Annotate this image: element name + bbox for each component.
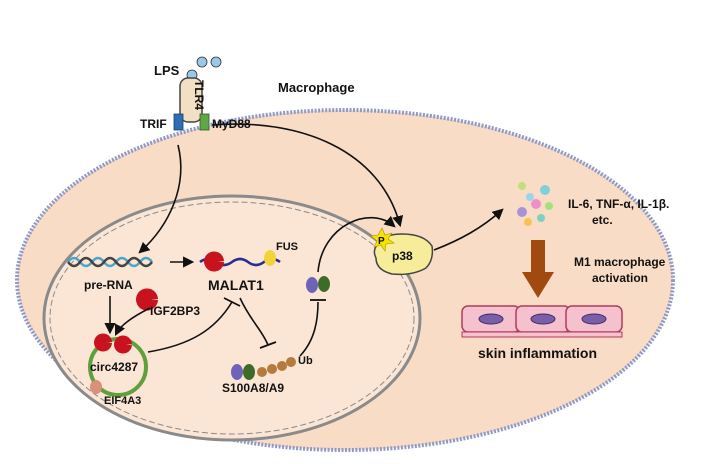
eif4a3-label: EIF4A3 (104, 395, 141, 407)
eif4a3-protein-icon (90, 380, 102, 394)
cytokine-icon (531, 199, 541, 209)
m1-label-line1: M1 macrophage (574, 255, 666, 269)
tlr4-label: TLR4 (192, 80, 206, 110)
arrow-myd88-to-p38 (211, 123, 404, 228)
malat1-label: MALAT1 (208, 277, 264, 293)
ub-bead-icon (257, 367, 267, 377)
s100a8-protein-icon (231, 364, 243, 380)
ub-bead-icon (286, 357, 296, 367)
pre-rna-strand (67, 256, 153, 268)
phospho-icon (370, 227, 395, 252)
macrophage-label: Macrophage (278, 80, 355, 95)
ub-bead-icon (277, 361, 287, 371)
igf2bp3-protein-icon (136, 288, 158, 311)
p38-protein (373, 233, 434, 276)
skin-cell-nucleus (530, 313, 556, 325)
inhibit-ub-to-s100 (299, 301, 319, 357)
activation-arrow-shaft (531, 240, 545, 274)
ub-bead-icon (267, 364, 277, 374)
inhibit-bar (259, 341, 277, 349)
arrow-s100-to-p38 (317, 215, 396, 273)
s100a9-free-icon (318, 276, 330, 292)
inhibit-malat1-to-s100 (239, 297, 269, 346)
trif-label: TRIF (140, 117, 167, 131)
nucleus-inner-membrane (49, 201, 415, 435)
fus-protein-icon (264, 250, 276, 266)
myd88-box (199, 113, 210, 131)
m1-label-line2: activation (592, 271, 648, 285)
tlr4-receptor (179, 77, 203, 123)
skin-base-layer (461, 331, 623, 338)
arrow-igf2bp3-to-circ (114, 307, 151, 337)
inhibit-bar (223, 297, 241, 307)
lps-label: LPS (154, 63, 180, 78)
cytokine-icon (540, 185, 550, 195)
pre-rna-label: pre-RNA (84, 278, 133, 292)
s100a8-free-icon (306, 277, 318, 293)
arrow-p38-to-cytokines (433, 208, 504, 251)
pre-rna-strand (67, 256, 153, 268)
fus-label: FUS (276, 241, 298, 253)
lps-molecule-icon (210, 56, 222, 68)
cytokine-icon (545, 202, 553, 210)
s100a9-protein-icon (243, 364, 255, 380)
arrow-trif-to-prerna (138, 144, 182, 254)
ub-label: Ub (298, 355, 313, 367)
cytokine-icon (537, 214, 545, 222)
igf2bp3-bound-icon (114, 335, 132, 354)
cytokine-icon (517, 207, 527, 217)
activation-arrow-head (522, 272, 554, 298)
cytokine-icon (524, 218, 532, 226)
skin-cell-nucleus (581, 313, 607, 325)
skin-inflammation-label: skin inflammation (478, 345, 597, 361)
skin-cell-nucleus (478, 313, 504, 325)
cytokines-label: IL-6, TNF-α, IL-1β. (568, 197, 669, 211)
etc-label: etc. (592, 213, 613, 227)
inhibit-circ-to-malat1 (147, 301, 233, 353)
nucleus (42, 194, 422, 442)
cytokine-icon (518, 182, 526, 190)
cytokine-icon (526, 193, 534, 201)
fus-protein-icon (204, 251, 224, 272)
igf2bp3-label: IGF2BP3 (150, 304, 200, 318)
igf2bp3-bound-icon (94, 333, 112, 352)
s100a8a9-label: S100A8/A9 (222, 381, 284, 395)
trif-box (173, 113, 184, 131)
phospho-label: P (378, 236, 385, 247)
p38-label: p38 (392, 249, 413, 263)
circ4287-label: circ4287 (90, 360, 138, 374)
lps-molecule-icon (196, 56, 208, 68)
